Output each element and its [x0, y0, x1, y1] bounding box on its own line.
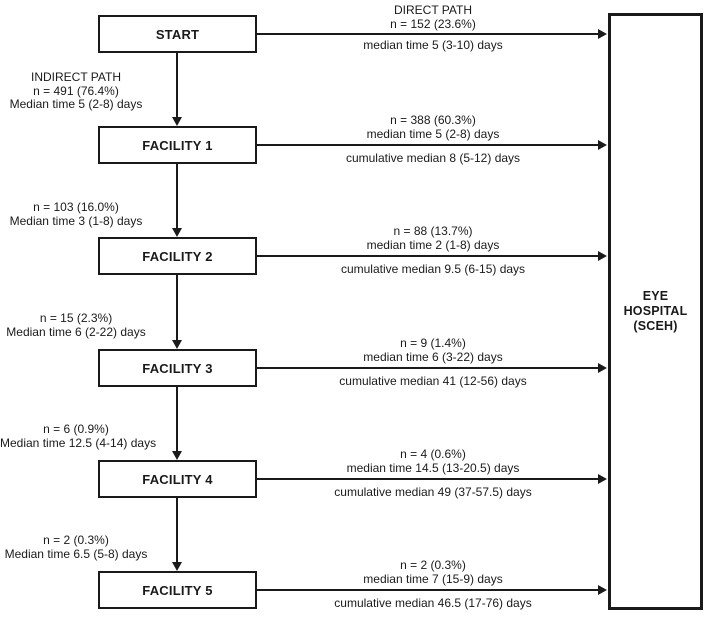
arrow-facility2-to-facility3: [176, 275, 178, 340]
facility-5-median: median time 7 (15-9) days: [363, 572, 503, 586]
arrow-facility4-to-hospital: [257, 478, 599, 480]
facility-5-node: FACILITY 5: [98, 571, 257, 609]
arrow-down-icon: [172, 340, 182, 349]
facility-1-arrow-annotation: n = 388 (60.3%) median time 5 (2-8) days: [268, 113, 598, 141]
facility-2-arrow-annotation: n = 88 (13.7%) median time 2 (1-8) days: [268, 224, 598, 252]
arrow-facility3-to-hospital: [257, 367, 599, 369]
arrow-down-icon: [172, 451, 182, 460]
indirect-path-n: n = 491 (76.4%): [33, 83, 119, 98]
arrow-start-to-facility1: [176, 53, 178, 118]
segment-median: Median time 3 (1-8) days: [9, 213, 143, 228]
segment-n: n = 15 (2.3%): [39, 311, 113, 325]
facility-1-n: n = 388 (60.3%): [390, 113, 476, 127]
facility-2-n: n = 88 (13.7%): [393, 224, 473, 238]
segment-n: n = 2 (0.3%): [43, 533, 109, 547]
arrow-right-icon: [598, 363, 607, 373]
facility-4-node: FACILITY 4: [98, 460, 257, 498]
facility-3-node: FACILITY 3: [98, 349, 257, 387]
indirect-path-annotation: INDIRECT PATH n = 491 (76.4%) Median tim…: [0, 70, 152, 112]
facility-1-median: median time 5 (2-8) days: [366, 127, 500, 141]
eye-hospital-label-line1: EYE HOSPITAL: [623, 289, 688, 318]
facility-2-cumulative: cumulative median 9.5 (6-15) days: [340, 262, 526, 276]
facility3-to-facility4-annotation: n = 6 (0.9%) Median time 12.5 (4-14) day…: [0, 422, 157, 450]
arrow-right-icon: [598, 140, 607, 150]
facility-5-cumulative: cumulative median 46.5 (17-76) days: [334, 596, 532, 610]
direct-path-annotation: DIRECT PATH n = 152 (23.6%): [268, 3, 598, 31]
segment-n: n = 6 (0.9%): [43, 422, 109, 436]
facility-1-cumulative: cumulative median 8 (5-12) days: [345, 151, 521, 165]
segment-median: Median time 12.5 (4-14) days: [0, 435, 157, 450]
arrow-facility1-to-hospital: [257, 144, 599, 146]
direct-path-n: n = 152 (23.6%): [390, 17, 476, 31]
indirect-path-label: INDIRECT PATH: [30, 70, 121, 84]
segment-median: Median time 6 (2-22) days: [6, 324, 146, 339]
facility4-to-facility5-annotation: n = 2 (0.3%) Median time 6.5 (5-8) days: [0, 533, 152, 561]
arrow-facility2-to-hospital: [257, 255, 599, 257]
arrow-right-icon: [598, 29, 607, 39]
arrow-right-icon: [598, 474, 607, 484]
eye-hospital-node: EYE HOSPITAL (SCEH): [608, 13, 703, 610]
arrow-start-to-hospital: [257, 33, 599, 35]
arrow-right-icon: [598, 585, 607, 595]
segment-n: n = 103 (16.0%): [33, 200, 119, 214]
start-node: START: [98, 15, 257, 53]
facility-3-arrow-annotation: n = 9 (1.4%) median time 6 (3-22) days: [268, 336, 598, 364]
arrow-right-icon: [598, 251, 607, 261]
direct-path-median: median time 5 (3-10) days: [363, 38, 503, 52]
facility-4-cumulative: cumulative median 49 (37-57.5) days: [334, 485, 532, 499]
facility-1-node: FACILITY 1: [98, 126, 257, 164]
facility-4-median: median time 14.5 (13-20.5) days: [346, 461, 520, 475]
direct-path-label: DIRECT PATH: [393, 3, 472, 17]
arrow-facility1-to-facility2: [176, 164, 178, 228]
arrow-down-icon: [172, 228, 182, 237]
facility-5-arrow-annotation: n = 2 (0.3%) median time 7 (15-9) days: [268, 558, 598, 586]
facility-4-arrow-annotation: n = 4 (0.6%) median time 14.5 (13-20.5) …: [268, 447, 598, 475]
indirect-path-median: Median time 5 (2-8) days: [9, 97, 143, 111]
facility-3-median: median time 6 (3-22) days: [363, 350, 503, 364]
segment-median: Median time 6.5 (5-8) days: [4, 546, 148, 561]
eye-hospital-label-line2: (SCEH): [633, 319, 678, 333]
facility-3-cumulative: cumulative median 41 (12-56) days: [339, 374, 527, 388]
arrow-facility3-to-facility4: [176, 387, 178, 451]
arrow-down-icon: [172, 117, 182, 126]
facility2-to-facility3-annotation: n = 15 (2.3%) Median time 6 (2-22) days: [0, 311, 152, 339]
arrow-facility4-to-facility5: [176, 498, 178, 562]
arrow-down-icon: [172, 562, 182, 571]
facility-2-median: median time 2 (1-8) days: [366, 238, 500, 252]
facility-3-n: n = 9 (1.4%): [400, 336, 466, 350]
facility-4-n: n = 4 (0.6%): [400, 447, 466, 461]
facility-2-node: FACILITY 2: [98, 237, 257, 275]
facility1-to-facility2-annotation: n = 103 (16.0%) Median time 3 (1-8) days: [0, 200, 152, 228]
facility-5-n: n = 2 (0.3%): [400, 558, 466, 572]
arrow-facility5-to-hospital: [257, 589, 599, 591]
